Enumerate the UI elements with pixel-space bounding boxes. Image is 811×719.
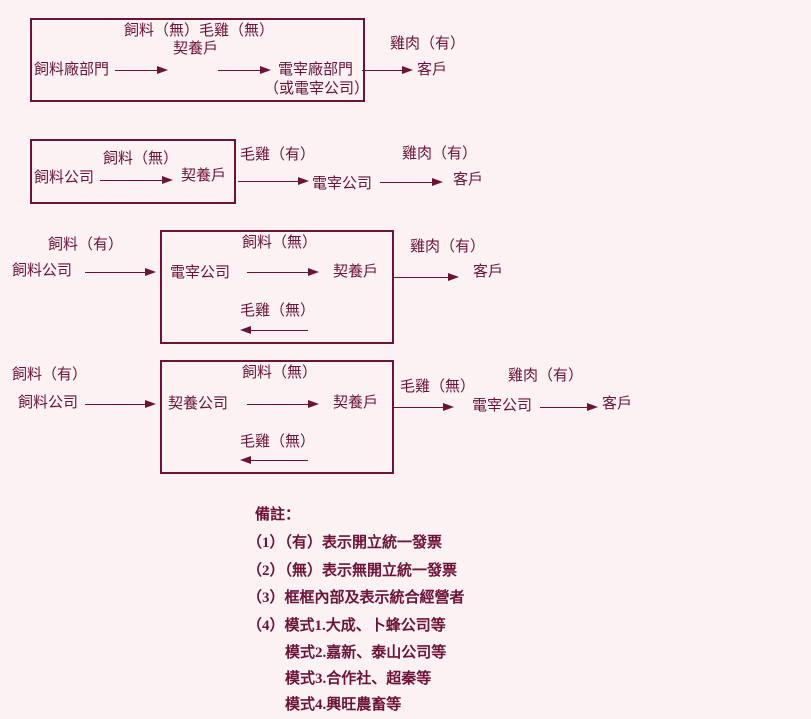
arrow-feeddept-to-grower: [115, 66, 168, 74]
arrow-slaughterco-to-grower-m3: [247, 268, 319, 276]
flow-label-feed-none-m4: 飼料（無）: [242, 365, 318, 381]
arrow-contractco-to-grower-m4: [247, 400, 319, 408]
node-contract-grower-m2: 契養戶: [181, 168, 227, 184]
arrow-slaughterdept-to-customer: [362, 66, 413, 74]
node-contract-company-m4: 契養公司: [168, 396, 229, 412]
node-slaughter-company-m2: 電宰公司: [312, 176, 373, 192]
flow-label-meat-yes-m1: 雞肉（有）: [390, 36, 466, 52]
arrow-grower-to-slaughterdept: [218, 66, 271, 74]
flow-label-chicken-none-inside-m4: 毛雞（無）: [240, 434, 316, 450]
integration-box-model1: [30, 18, 365, 102]
arrow-grower-to-customer-m3: [392, 273, 459, 281]
flow-label-meat-yes-m4: 雞肉（有）: [508, 368, 584, 384]
flow-label-meat-yes-m3: 雞肉（有）: [410, 239, 486, 255]
flow-label-feed-chicken-none: 飼料（無）毛雞（無）: [124, 23, 275, 39]
node-feed-company-m3: 飼料公司: [12, 263, 73, 279]
integration-box-model4: [160, 360, 394, 474]
notes-title: 備註：: [255, 507, 301, 523]
arrow-slaughterco-to-customer-m2: [380, 178, 443, 186]
node-contract-grower-m3: 契養戶: [333, 264, 379, 280]
node-feed-company-m2: 飼料公司: [34, 170, 95, 186]
node-slaughter-company-alt: （或電宰公司）: [264, 81, 370, 97]
integration-box-model2: [30, 139, 236, 204]
node-contract-grower-m1: 契養戶: [173, 41, 219, 57]
arrow-grower-to-slaughterco-m4: [392, 403, 454, 411]
flow-label-feed-yes-m3: 飼料（有）: [48, 237, 124, 253]
flow-label-chicken-none-out-m4: 毛雞（無）: [400, 379, 476, 395]
node-slaughter-company-m3: 電宰公司: [170, 265, 231, 281]
note-line-2: （2）（無）表示無開立統一發票: [247, 563, 458, 579]
node-contract-grower-m4: 契養戶: [333, 395, 379, 411]
flow-label-feed-none-m3: 飼料（無）: [242, 235, 318, 251]
flow-label-feed-yes-m4: 飼料（有）: [12, 367, 88, 383]
note-line-1: （1）（有）表示開立統一發票: [247, 535, 443, 551]
node-customer-m2: 客戶: [453, 172, 484, 188]
integration-box-model3: [160, 230, 394, 344]
arrow-grower-to-slaughterco-m2: [238, 177, 309, 185]
node-slaughter-factory-dept: 電宰廠部門: [278, 62, 354, 78]
node-customer-m1: 客戶: [417, 62, 448, 78]
arrow-slaughterco-to-customer-m4: [540, 403, 598, 411]
arrow-grower-back-to-slaughterco-m3: [240, 326, 308, 334]
note-line-4: （4）模式1.大成、卜蜂公司等: [247, 618, 446, 634]
note-line-3: （3）框框內部及表示統合經營者: [247, 590, 465, 606]
note-line-6: 模式3.合作社、超秦等: [285, 671, 432, 687]
flow-label-chicken-yes-m2: 毛雞（有）: [240, 147, 316, 163]
note-line-5: 模式2.嘉新、泰山公司等: [285, 645, 447, 661]
flow-label-chicken-none-m3: 毛雞（無）: [240, 303, 316, 319]
arrow-feedco-to-contractco-m4: [85, 400, 156, 408]
arrow-feedco-to-slaughterco-m3: [85, 268, 156, 276]
flow-label-feed-none-m2: 飼料（無）: [103, 151, 179, 167]
node-customer-m3: 客戶: [473, 264, 504, 280]
node-customer-m4: 客戶: [602, 396, 633, 412]
node-slaughter-company-m4: 電宰公司: [472, 398, 533, 414]
node-feed-factory-dept: 飼料廠部門: [34, 62, 110, 78]
flow-label-meat-yes-m2: 雞肉（有）: [402, 146, 478, 162]
node-feed-company-m4: 飼料公司: [18, 395, 79, 411]
arrow-feedco-to-grower-m2: [100, 176, 173, 184]
arrow-grower-back-to-contractco-m4: [240, 456, 308, 464]
note-line-7: 模式4.興旺農畜等: [285, 697, 402, 713]
